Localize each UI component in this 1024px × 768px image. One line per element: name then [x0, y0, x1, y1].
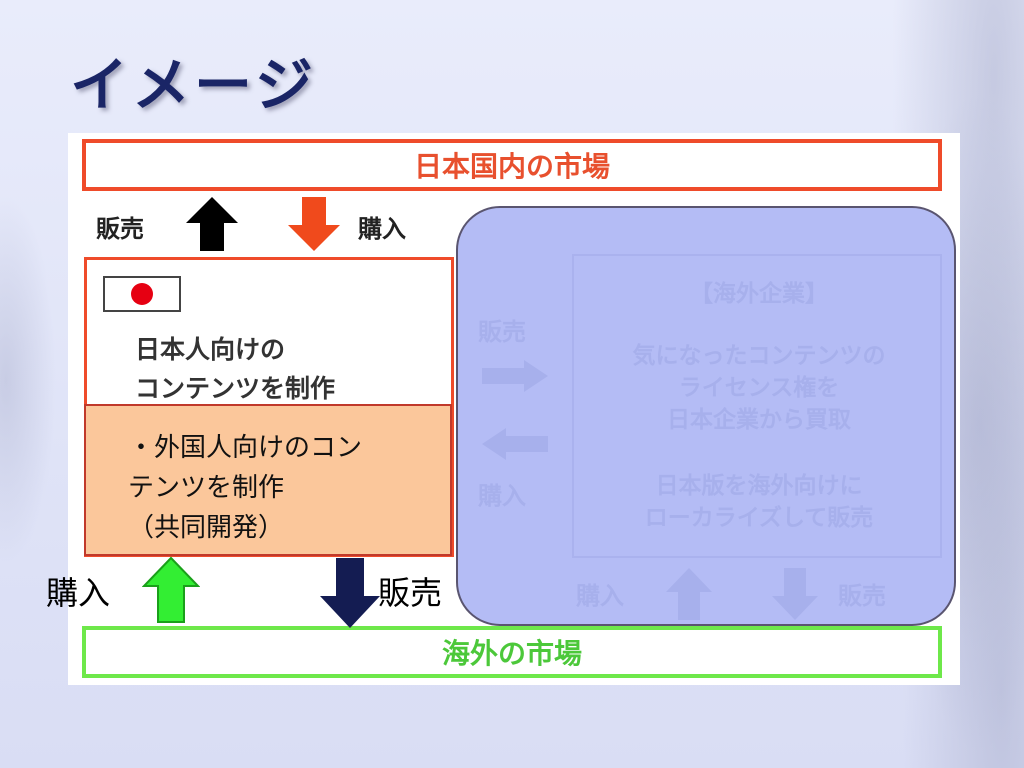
foreign-content-box: ・外国人向けのコン テンツを制作 （共同開発）	[84, 404, 452, 556]
foreign-content-text: ・外国人向けのコン テンツを制作 （共同開発）	[128, 433, 363, 543]
sell-top-label: 販売	[96, 215, 144, 243]
faded-up-arrow-icon	[666, 568, 712, 620]
faded-sell-label: 販売	[478, 318, 526, 346]
faded-company-box: 【海外企業】 気になったコンテンツの ライセンス権を 日本企業から買取 日本版を…	[572, 254, 942, 558]
faded-company-text-2: 日本版を海外向けに ローカライズして販売	[644, 473, 874, 531]
faded-left-arrow-icon	[482, 428, 548, 460]
buy-bottom-label: 購入	[46, 574, 111, 612]
faded-down-arrow-icon	[772, 568, 818, 620]
faded-buy-bottom-label: 購入	[576, 582, 624, 610]
slide-title: イメージ	[70, 51, 317, 119]
overlay-rounded-box: 販売 購入 【海外企業】 気になったコンテンツの ライセンス権を 日本企業から買…	[456, 206, 956, 626]
red-down-arrow-icon	[288, 197, 340, 251]
sell-bottom-label: 販売	[378, 574, 443, 612]
faded-right-arrow-icon	[482, 360, 548, 392]
faded-sell-bottom-label: 販売	[838, 582, 886, 610]
japan-flag-icon	[103, 276, 181, 312]
japan-market-box: 日本国内の市場	[82, 139, 942, 191]
navy-down-arrow-icon	[320, 558, 380, 628]
faded-company-title: 【海外企業】	[690, 281, 828, 307]
background-decoration-left	[0, 180, 60, 580]
faded-company-text-1: 気になったコンテンツの ライセンス権を 日本企業から買取	[632, 343, 886, 433]
green-up-arrow-icon	[142, 556, 200, 623]
faded-buy-label: 購入	[478, 482, 526, 510]
overseas-market-box: 海外の市場	[82, 626, 942, 678]
buy-top-label: 購入	[358, 215, 406, 243]
japan-content-text: 日本人向けの コンテンツを制作	[135, 335, 336, 403]
black-up-arrow-icon	[186, 197, 238, 251]
